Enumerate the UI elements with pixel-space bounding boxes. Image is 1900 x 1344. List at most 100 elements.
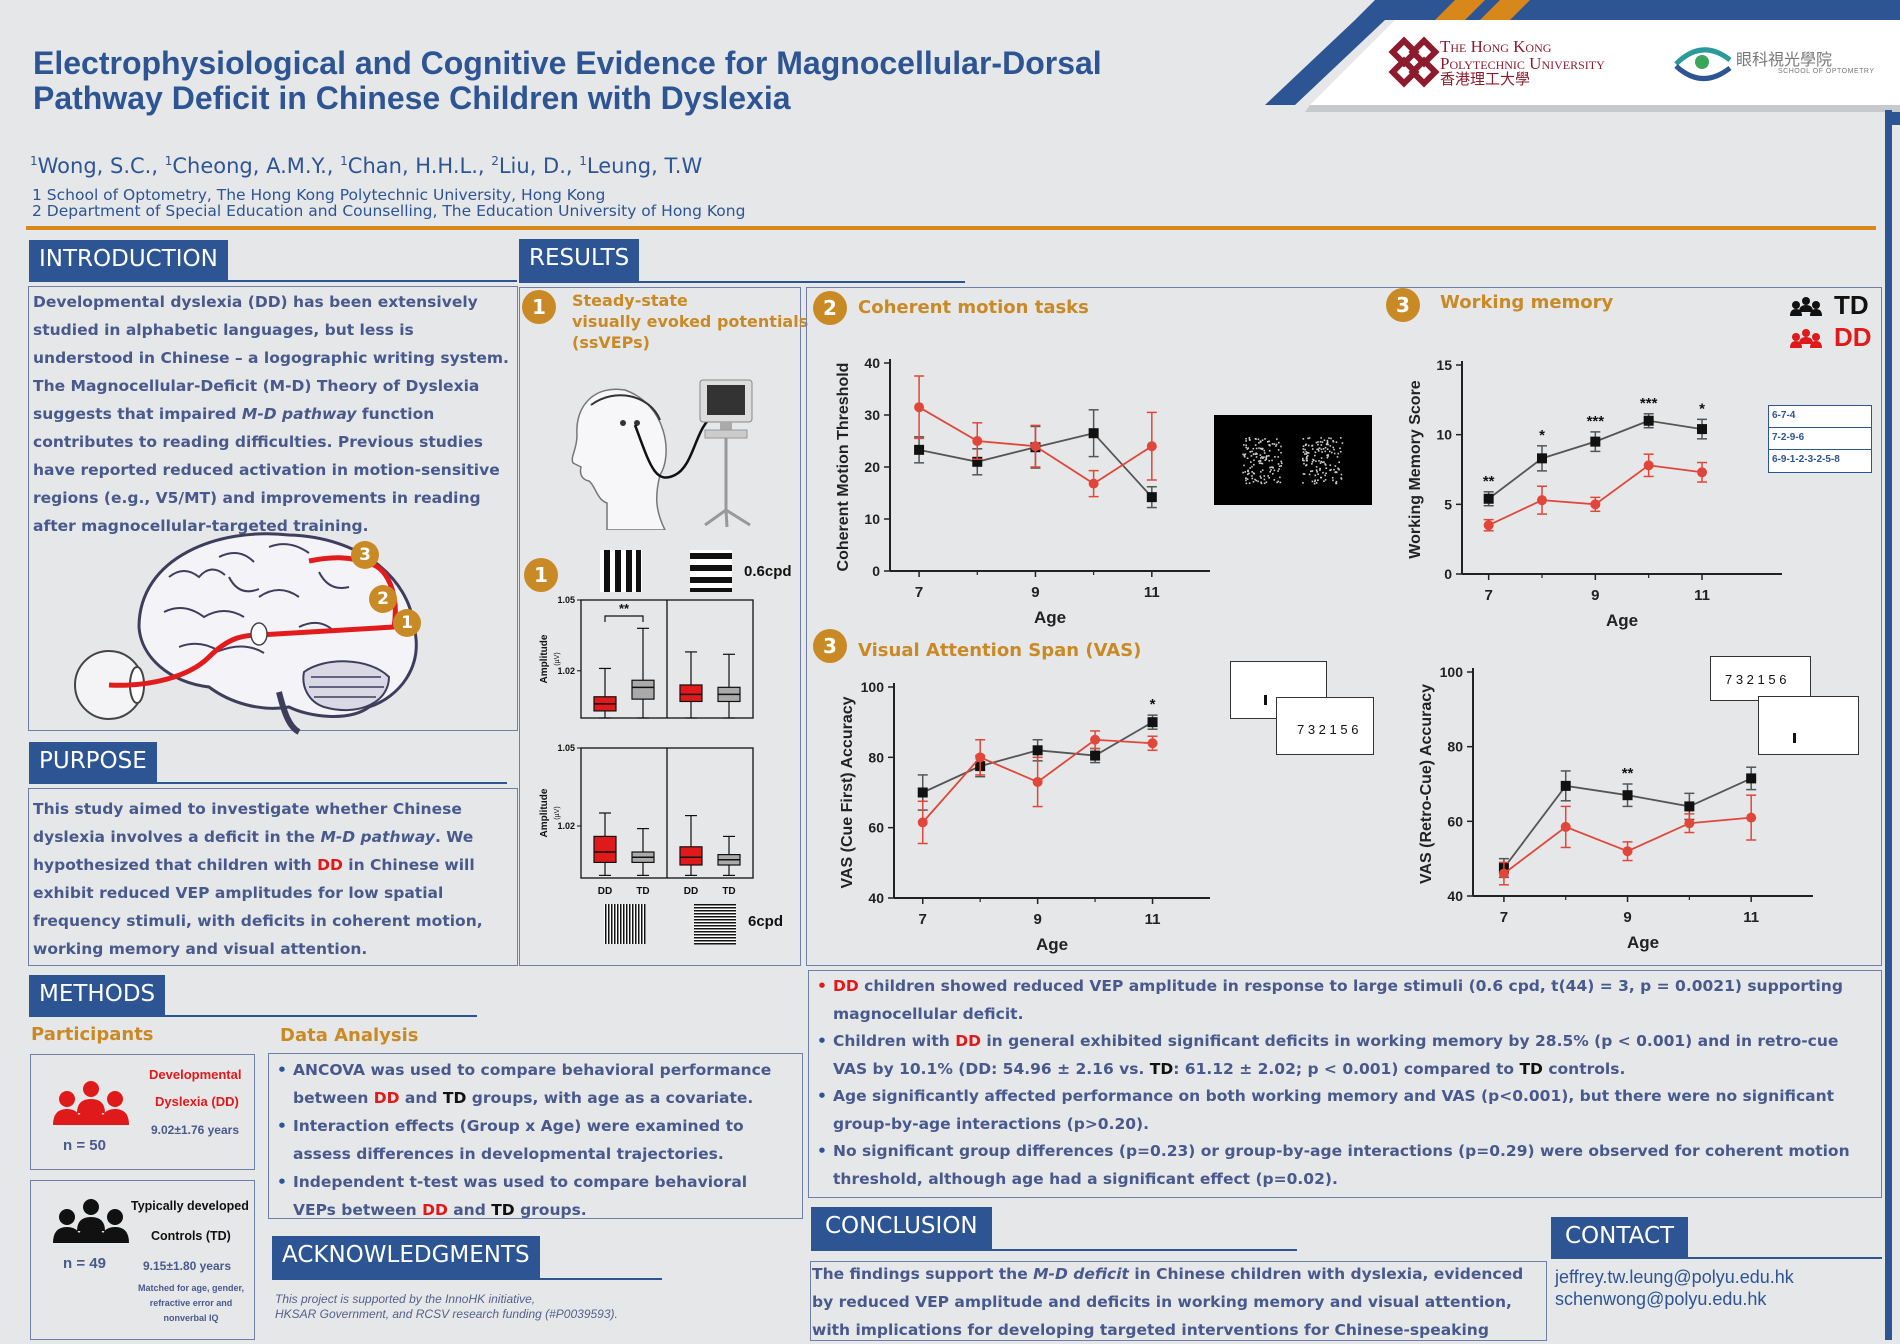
motion-dot	[1246, 448, 1249, 450]
motion-dot	[1330, 468, 1332, 471]
motion-dot	[1277, 456, 1280, 458]
data-point-TD	[1622, 790, 1633, 801]
results-heading: RESULTS	[519, 239, 640, 281]
eeg-setup-illustration	[571, 379, 753, 530]
motion-dot	[1329, 464, 1332, 466]
motion-dot	[1249, 467, 1251, 469]
y-axis-label: VAS (Retro-Cue) Accuracy	[1418, 684, 1435, 884]
dd-label-2: Dyslexia (DD)	[155, 1094, 239, 1109]
motion-dot	[1321, 461, 1324, 464]
motion-dot	[1247, 469, 1249, 472]
brain-marker-1: 1	[393, 609, 421, 637]
contact-email-2[interactable]: schenwong@polyu.edu.hk	[1555, 1289, 1767, 1309]
brain-marker-2: 2	[369, 585, 397, 613]
data-point-DD	[975, 752, 986, 763]
motion-dot	[1330, 451, 1333, 454]
motion-dot	[1269, 470, 1272, 473]
motion-dot	[1274, 455, 1276, 458]
significance-mark: **	[1483, 473, 1495, 490]
motion-dot	[1326, 442, 1329, 445]
motion-dot	[1259, 475, 1262, 478]
motion-dot	[1261, 456, 1263, 458]
motion-dot	[1260, 462, 1262, 465]
contact-email-1[interactable]: jeffrey.tw.leung@polyu.edu.hk	[1555, 1267, 1794, 1287]
grating-bar	[611, 904, 613, 944]
motion-dot	[1313, 482, 1316, 485]
data-point-DD	[1090, 734, 1101, 745]
dd-n: n = 50	[63, 1137, 106, 1154]
polyu-name-cn: 香港理工大學	[1440, 72, 1531, 88]
data-point-DD	[1032, 776, 1043, 787]
motion-dot	[1262, 457, 1264, 460]
header-logo-band	[1265, 0, 1900, 125]
motion-dot	[1260, 457, 1262, 459]
motion-dot	[1245, 479, 1247, 482]
motion-dot	[1337, 452, 1340, 455]
methods-heading: METHODS	[29, 975, 166, 1015]
data-point-DD	[917, 817, 928, 828]
x-tick-label: 11	[1144, 584, 1160, 601]
category-label: TD	[722, 886, 735, 897]
motion-dot	[1280, 460, 1282, 463]
motion-dot	[1277, 470, 1279, 472]
motion-dot	[1269, 444, 1271, 447]
td-label-2: Controls (TD)	[151, 1229, 231, 1243]
motion-dot	[1305, 451, 1308, 453]
polyu-name-2: Polytechnic University	[1440, 54, 1605, 73]
motion-dot	[1253, 453, 1255, 455]
motion-dot	[1321, 441, 1324, 443]
category-label: TD	[636, 886, 649, 897]
legend-td: TD	[1834, 290, 1869, 320]
y-axis-label: Coherent Motion Threshold	[835, 363, 852, 572]
motion-dot	[1319, 462, 1322, 464]
motion-dot	[1304, 448, 1306, 451]
y-tick-label: 100	[861, 679, 885, 695]
y-tick-label: 5	[1444, 496, 1452, 512]
vas-letters-card-1: 7 3 2 1 5 6	[1276, 697, 1374, 755]
grating-bar	[629, 904, 631, 944]
motion-dot	[1331, 476, 1334, 479]
motion-dot	[1311, 444, 1314, 447]
y-tick-label: 1.05	[557, 595, 575, 605]
motion-dot	[1332, 440, 1335, 443]
motion-dot	[1302, 448, 1305, 450]
grating-bar	[694, 913, 736, 915]
wm-sequence-2: 7-2-9-6	[1769, 428, 1871, 450]
y-tick-label: 30	[864, 407, 880, 423]
motion-dot	[1338, 461, 1340, 464]
y-axis-label: Amplitude	[539, 788, 550, 837]
polyu-logo: The Hong Kong Polytechnic University 香港理…	[1388, 36, 1658, 96]
motion-dot	[1259, 454, 1262, 456]
motion-dot	[1324, 446, 1327, 449]
brain-marker-3: 3	[351, 541, 379, 569]
motion-dot	[1323, 461, 1325, 463]
motion-dot	[1303, 462, 1305, 465]
y-tick-label: 0	[872, 563, 880, 579]
motion-dot	[1305, 453, 1308, 455]
motion-dot	[1319, 469, 1321, 471]
motion-dot	[1320, 457, 1323, 459]
data-point-DD	[1684, 818, 1695, 829]
x-axis-label: Age	[1036, 935, 1068, 954]
motion-dot	[1338, 468, 1340, 471]
motion-dot	[1242, 444, 1245, 446]
motion-dot	[1335, 482, 1337, 484]
title-line-1: Electrophysiological and Cognitive Evide…	[33, 45, 1102, 81]
td-label-1: Typically developed	[131, 1199, 249, 1213]
working-memory-number: 3	[1386, 288, 1420, 322]
motion-dot	[1252, 480, 1255, 483]
affiliation-1: 1 School of Optometry, The Hong Kong Pol…	[32, 186, 606, 204]
y-tick-label: 0	[1444, 566, 1452, 582]
motion-dot	[1280, 451, 1282, 454]
motion-dot	[1322, 447, 1325, 450]
y-unit-label: (µV)	[554, 652, 561, 665]
data-point-DD	[1590, 499, 1601, 510]
box-DD	[593, 835, 617, 864]
motion-dot	[1244, 453, 1246, 456]
motion-dot	[1263, 449, 1266, 452]
motion-dot	[1268, 440, 1270, 443]
vas-stimulus-1: 7 3 2 1 5 6	[1297, 722, 1359, 737]
y-tick-label: 100	[1440, 664, 1464, 680]
